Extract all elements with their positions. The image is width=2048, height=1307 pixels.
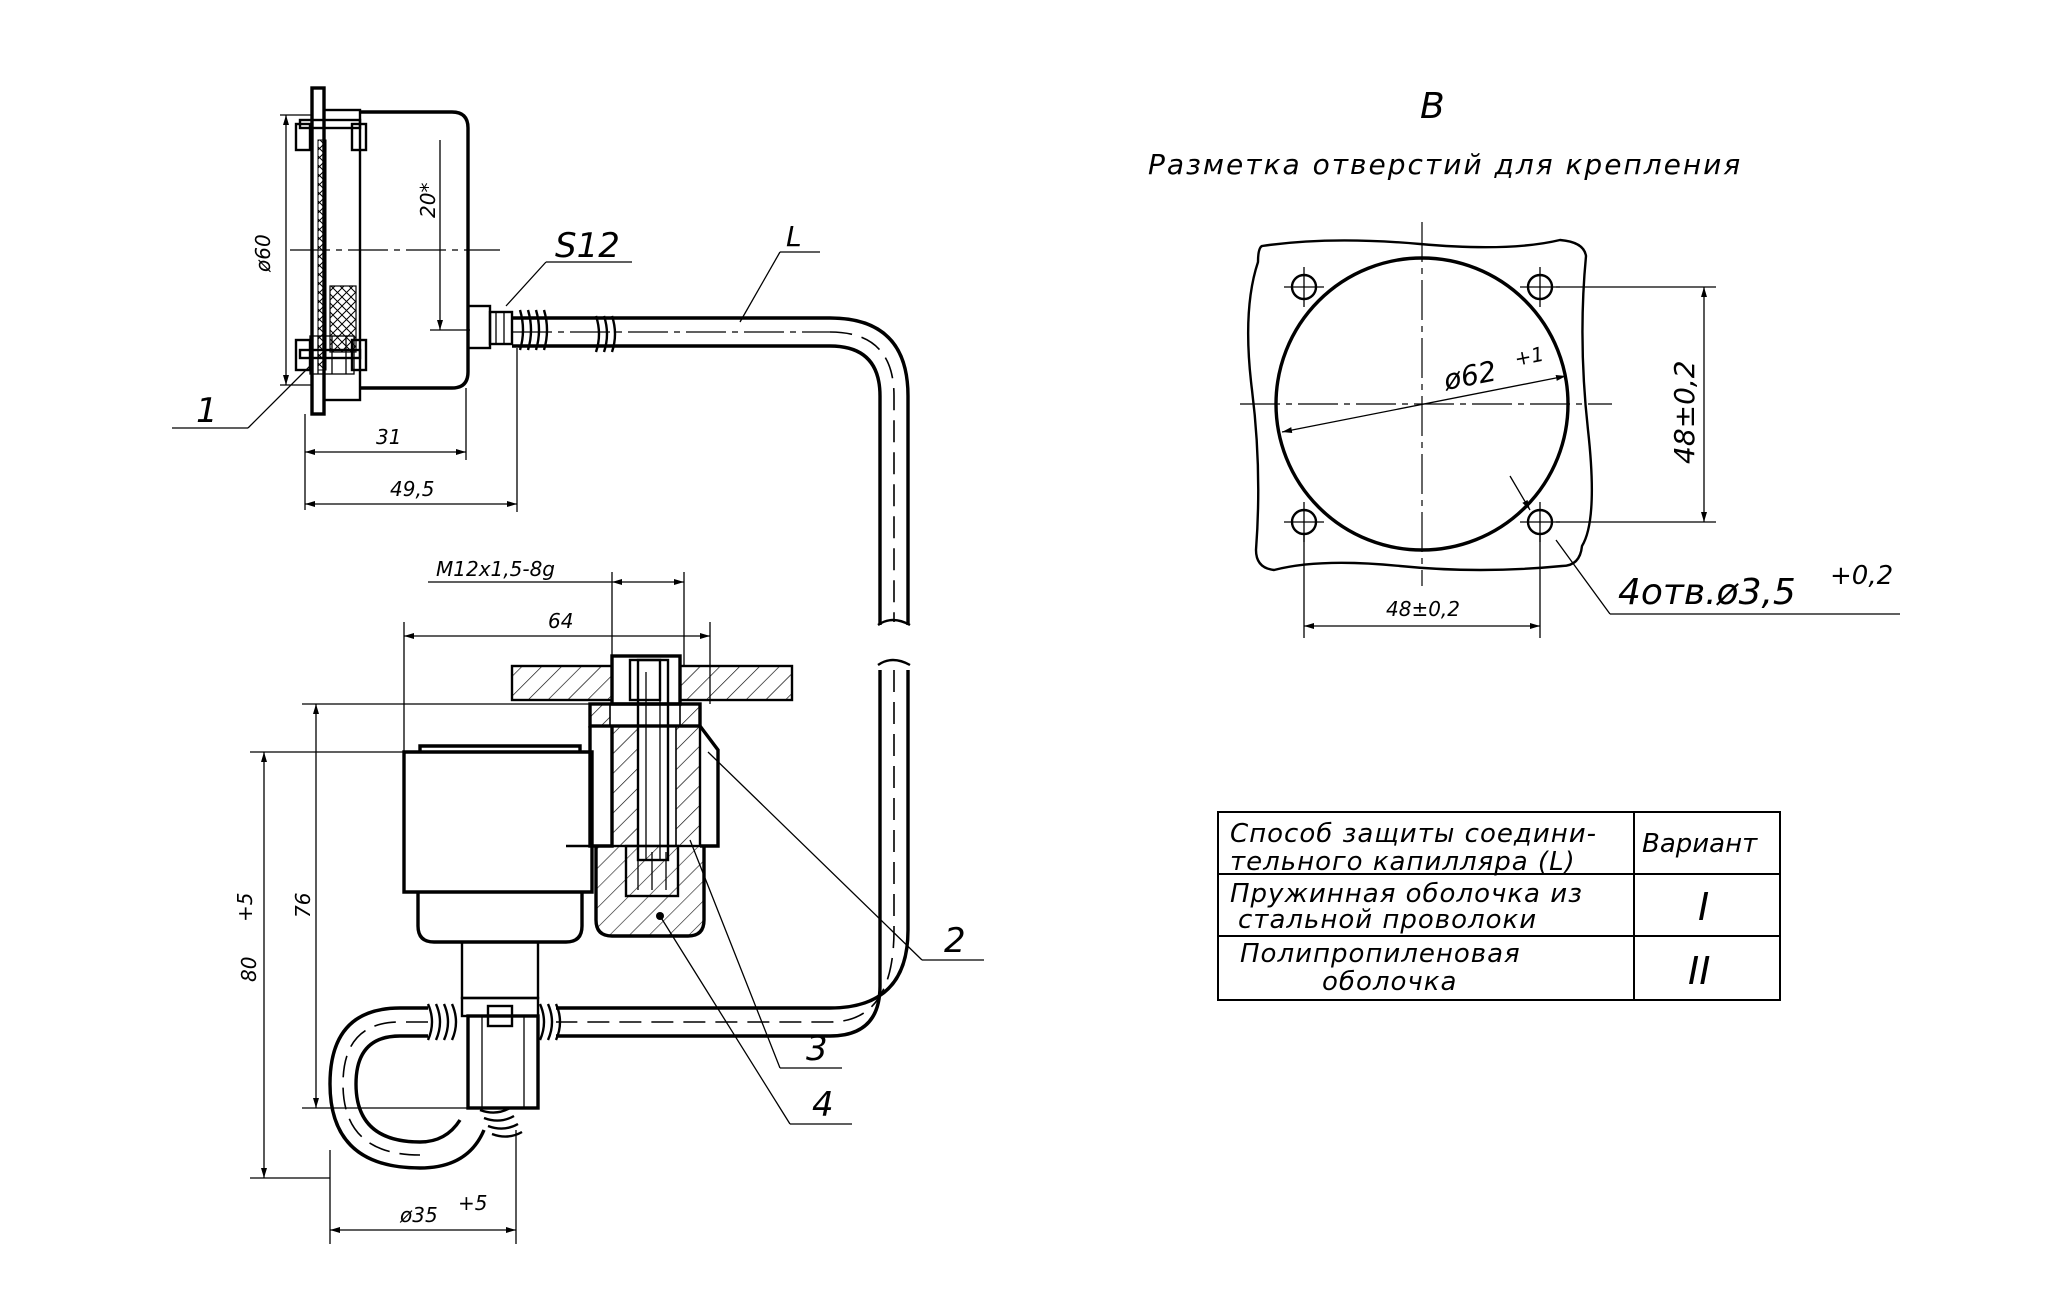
dim-thread: M12x1,5-8g <box>436 557 555 581</box>
dim-holes-tol: +0,2 <box>1830 561 1893 591</box>
view-label: В <box>1420 86 1445 127</box>
table-row1-variant: I <box>1698 885 1709 929</box>
dim-48-horizontal: 48±0,2 <box>1386 597 1460 621</box>
dim-s12: S12 <box>555 226 620 266</box>
dim-holes: 4отв.ø3,5 <box>1618 572 1796 613</box>
dim-80: 80 <box>237 957 261 982</box>
table-header-variant: Вариант <box>1642 829 1758 859</box>
table-row2-line2: оболочка <box>1322 967 1457 997</box>
dim-31: 31 <box>376 425 401 449</box>
gauge-section-view: 2 3 4 M12x1,5-8g 64 76 80 +5 ø35 + <box>233 557 984 1244</box>
mounting-hole-view: В Разметка отверстий для крепления ø62 +… <box>1148 86 1900 638</box>
dim-20: 20* <box>416 183 440 218</box>
variant-table: Способ защиты соедини- тельного капилляр… <box>1217 811 1781 1001</box>
dim-80-tol: +5 <box>233 893 257 922</box>
table-row2-line1: Полипропиленовая <box>1240 939 1521 969</box>
dim-49: 49,5 <box>390 477 435 501</box>
table-row1-line1: Пружинная оболочка из <box>1230 879 1583 909</box>
gauge-side-view: ø60 20* S12 L 31 49,5 1 <box>172 86 911 667</box>
table-row1-line2: стальной проволоки <box>1238 905 1537 935</box>
callout-1: 1 <box>196 391 218 431</box>
table-row2-variant: II <box>1688 949 1710 993</box>
callout-2: 2 <box>944 921 966 961</box>
table-header-line2: тельного капилляра (L) <box>1230 847 1576 877</box>
dim-64: 64 <box>548 609 573 633</box>
table-header-line1: Способ защиты соедини- <box>1230 819 1597 849</box>
callout-3: 3 <box>806 1029 828 1069</box>
dim-d35: ø35 <box>399 1203 438 1227</box>
callout-4: 4 <box>812 1085 834 1125</box>
dim-d62-tol: +1 <box>1512 342 1546 371</box>
dim-L: L <box>786 220 802 253</box>
dim-76: 76 <box>291 893 315 918</box>
dim-d60: ø60 <box>251 234 275 273</box>
dim-d35-tol: +5 <box>458 1191 487 1215</box>
view-subtitle: Разметка отверстий для крепления <box>1148 148 1742 181</box>
dim-48-vertical: 48±0,2 <box>1668 360 1701 464</box>
